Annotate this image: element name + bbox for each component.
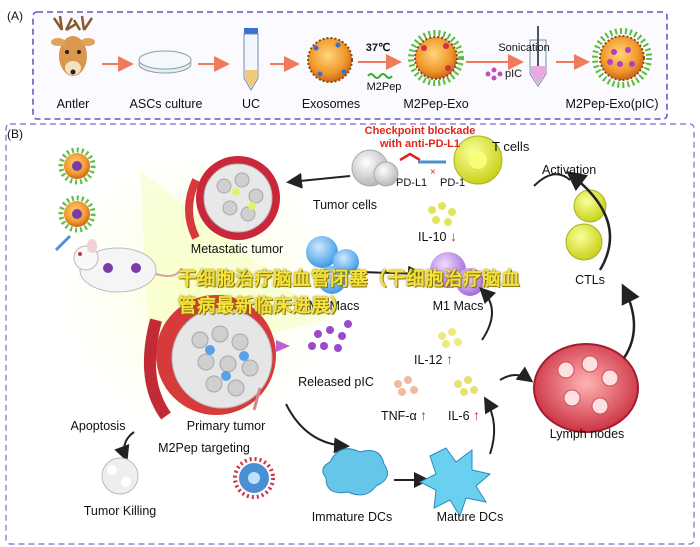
sonication-label: Sonication <box>498 42 550 54</box>
ctls-label: CTLs <box>575 273 605 287</box>
il6-cytokines <box>454 376 478 396</box>
immature-dc-icon <box>322 448 389 496</box>
il12-label: IL-12 ↑ <box>414 351 453 367</box>
tnf-cytokines <box>394 376 418 396</box>
primary-tumor-label: Primary tumor <box>186 419 266 433</box>
pd-l1-label: PD-L1 <box>396 177 428 189</box>
il12-cytokines <box>438 328 462 348</box>
m2-macs-label: M2 Macs <box>308 299 360 313</box>
down-arrow-icon: ↓ <box>449 228 457 244</box>
il6-label: IL-6 ↑ <box>448 407 481 423</box>
pic-particles-icon <box>485 67 503 81</box>
injected-exosome-icon <box>58 147 96 233</box>
reagent-label: M2Pep <box>366 81 402 93</box>
centrifuge-tube-icon <box>243 28 259 91</box>
step-m2pep-exo-pic-label: M2Pep-Exo(pIC) <box>565 97 659 111</box>
mature-dc-icon <box>418 447 492 518</box>
up-arrow-icon: ↑ <box>420 407 428 423</box>
t-cells-label: T cells <box>492 139 530 154</box>
checkpoint-icon: × <box>399 152 446 178</box>
loaded-exosome-icon <box>592 28 652 88</box>
m2pep-targeting-label: M2Pep targeting <box>158 441 250 455</box>
step-uc-label: UC <box>241 97 261 111</box>
petri-dish-icon <box>138 50 192 74</box>
up-arrow-icon: ↑ <box>445 351 453 367</box>
tumor-cells-label: Tumor cells <box>312 198 378 212</box>
step-antler-label: Antler <box>56 97 90 111</box>
il10-label: IL-10 ↓ <box>418 228 457 244</box>
released-pic-label: Released pIC <box>298 375 374 389</box>
m1-macrophage-icon <box>430 252 484 296</box>
tumor-cells-icon <box>351 149 399 187</box>
ctl-icon <box>565 189 607 261</box>
peptide-icon <box>367 73 393 79</box>
step-m2pep-exo-label: M2Pep-Exo <box>403 97 469 111</box>
lymph-node-icon <box>533 343 639 433</box>
targeting-exosome-icon <box>233 457 275 499</box>
pd-1-label: PD-1 <box>440 177 466 189</box>
apoptotic-cell-icon <box>101 457 139 495</box>
metastatic-tumor-icon <box>185 156 280 240</box>
panel-b-border <box>5 123 695 545</box>
il10-cytokines <box>428 202 456 226</box>
apoptosis-label: Apoptosis <box>70 419 126 433</box>
mouse-icon <box>54 234 183 293</box>
metastatic-tumor-label: Metastatic tumor <box>190 242 284 256</box>
m2-macrophage-icon <box>306 236 359 294</box>
tumor-killing-label: Tumor Killing <box>83 504 157 518</box>
exosome-icon <box>307 37 353 83</box>
m2pep-exosome-icon <box>408 30 464 86</box>
deer-icon <box>51 15 95 76</box>
lymph-nodes-label: Lymph nodes <box>549 427 625 441</box>
step-asc-culture-label: ASCs culture <box>129 97 203 111</box>
mature-dcs-label: Mature DCs <box>436 510 504 524</box>
sonication-tube-icon <box>529 26 547 87</box>
primary-tumor-icon <box>143 295 290 420</box>
pic-label: pIC <box>505 68 523 80</box>
immature-dcs-label: Immature DCs <box>311 510 393 524</box>
checkpoint-title: Checkpoint blockade <box>364 125 476 137</box>
tnf-label: TNF-α ↑ <box>381 407 428 423</box>
panel-a-tag: (A) <box>7 9 23 23</box>
step-exosomes-label: Exosomes <box>301 97 361 111</box>
panel-b-tag: (B) <box>7 127 23 141</box>
svg-text:×: × <box>430 167 436 178</box>
released-pic-particles <box>308 320 352 352</box>
temperature-label: 37℃ <box>365 42 391 54</box>
activation-label: Activation <box>542 163 597 177</box>
watermark-text: 干细胞治疗脑血管闭塞（干细胞治疗脑血管病最新临床进展） <box>178 268 521 316</box>
up-arrow-icon: ↑ <box>473 407 481 423</box>
m1-macs-label: M1 Macs <box>432 299 484 313</box>
t-cell-icon <box>453 135 503 185</box>
checkpoint-subtitle: with anti-PD-L1 <box>379 138 461 150</box>
